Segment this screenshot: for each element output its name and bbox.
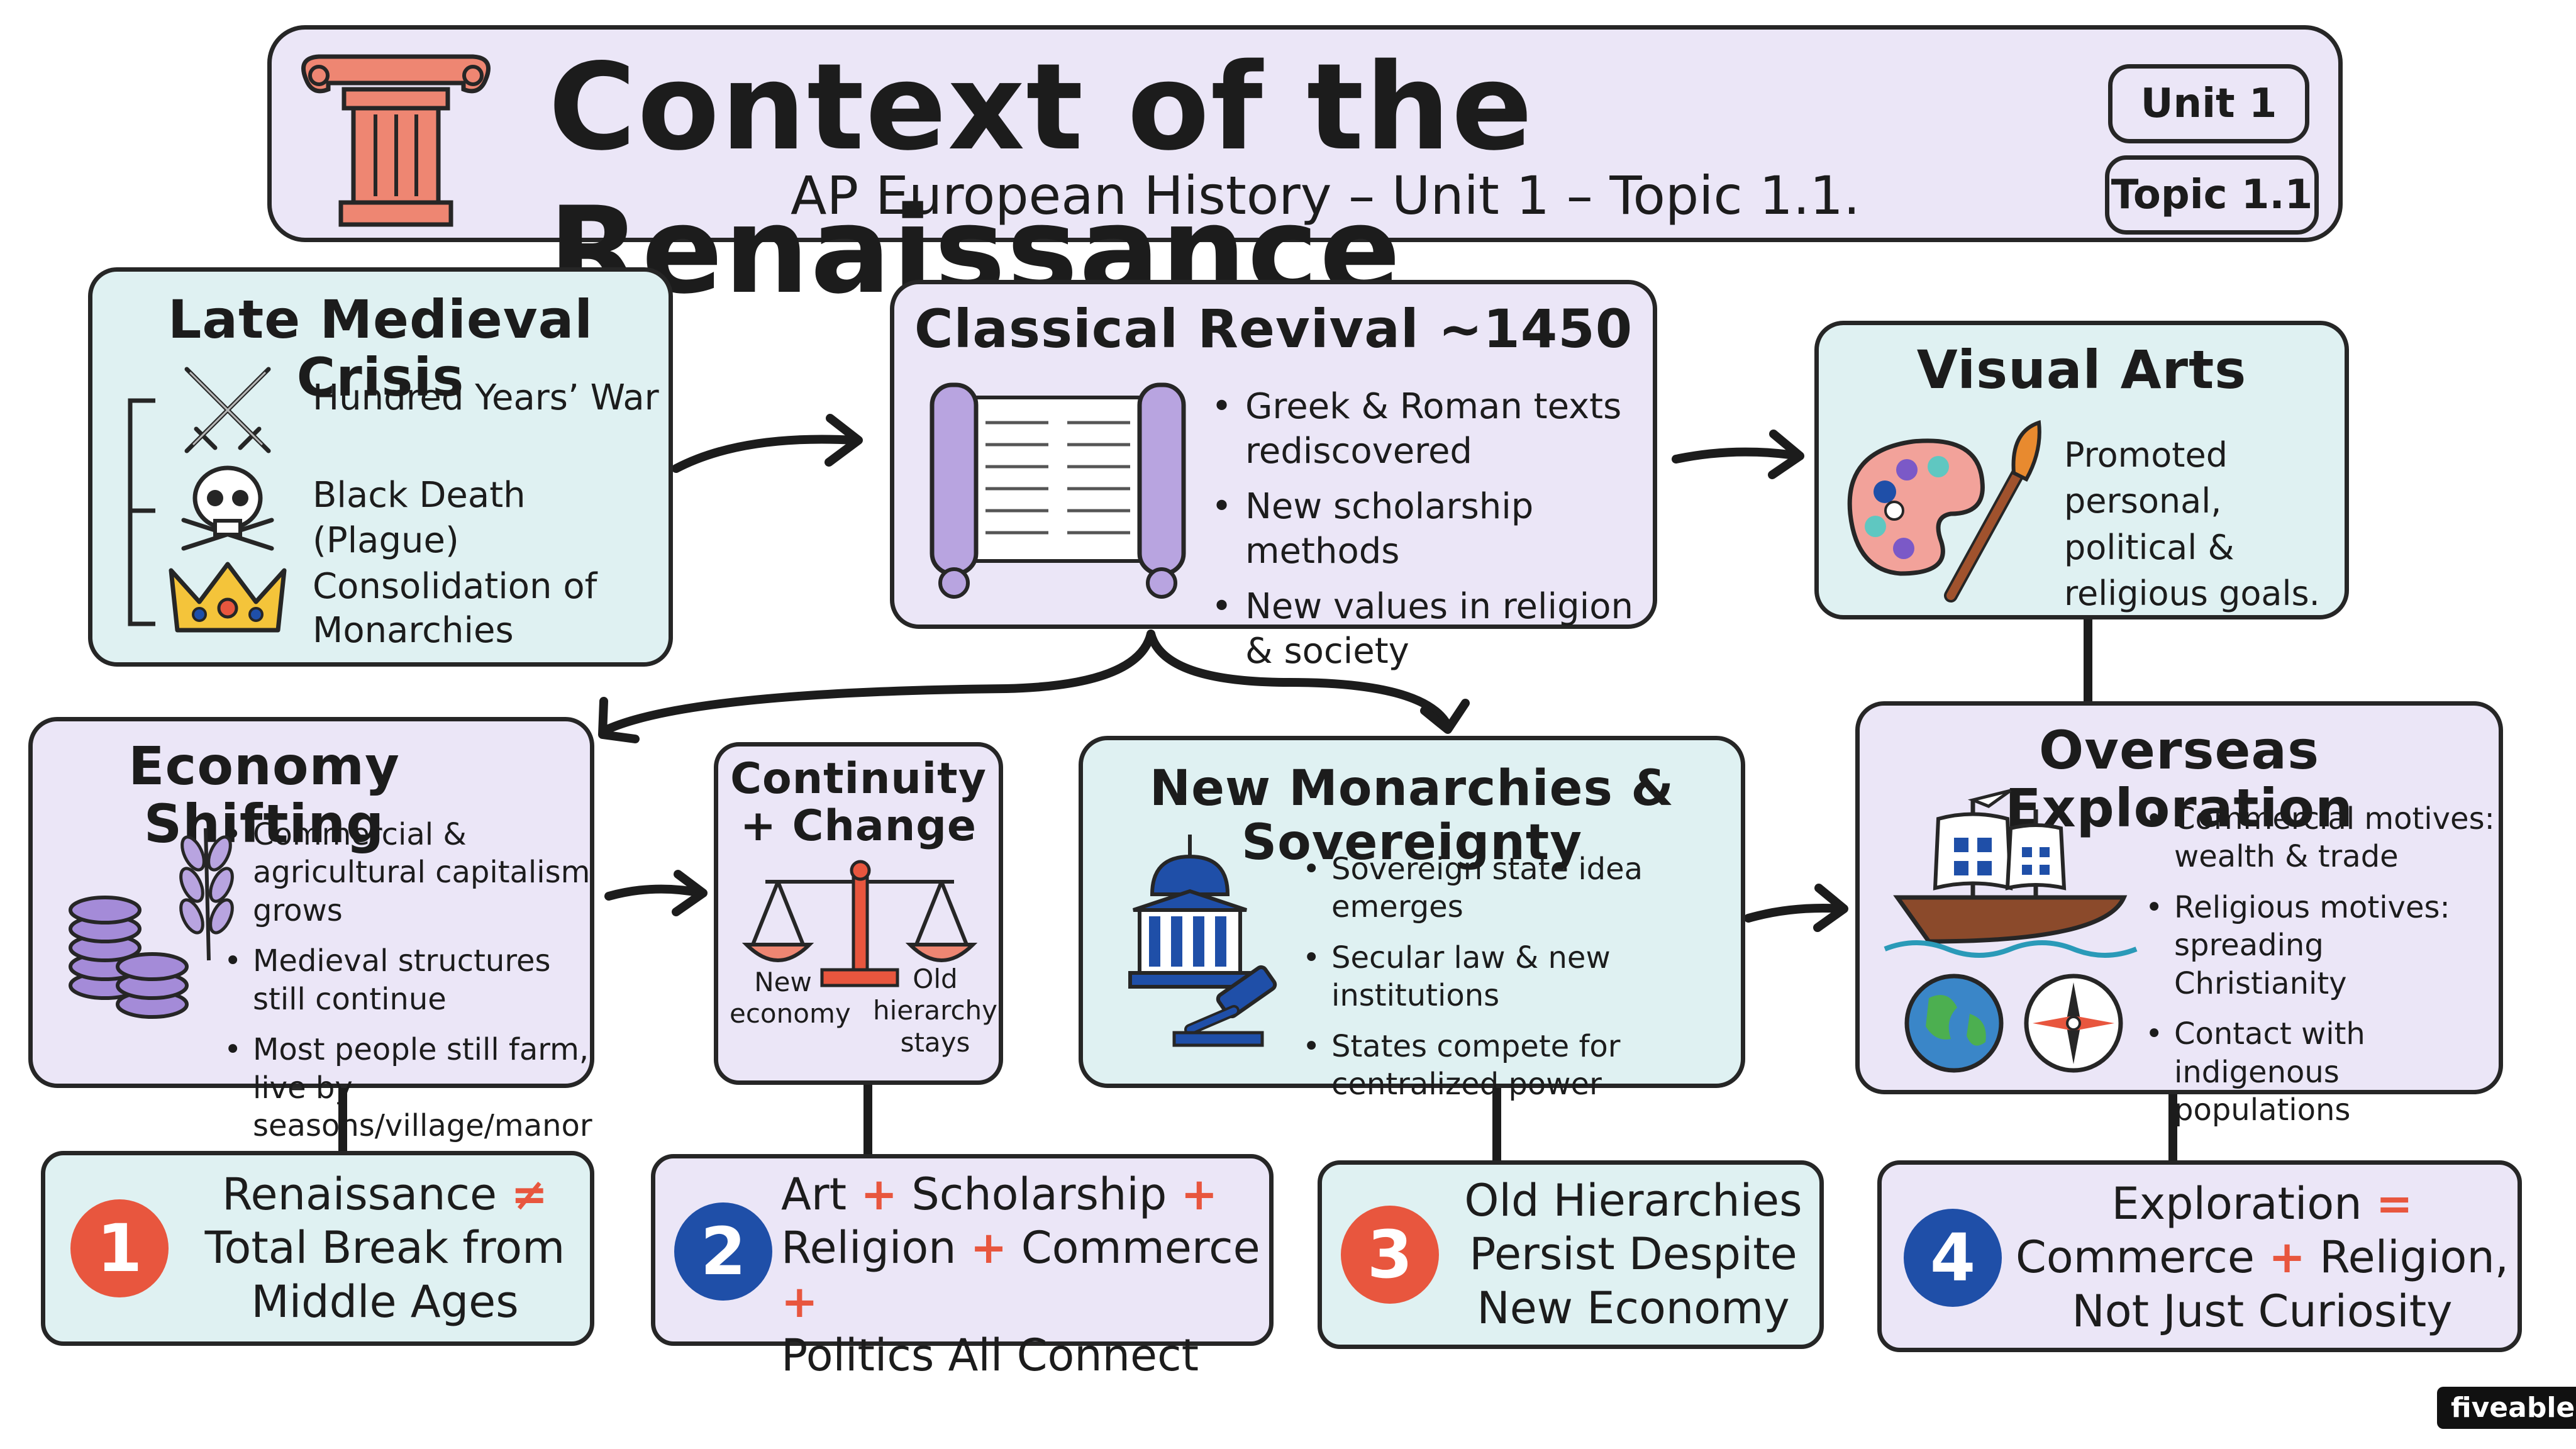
economy-bullets: Commercial & agricultural capitalism gro… xyxy=(221,816,592,1158)
crown-icon xyxy=(169,562,287,633)
globe-icon xyxy=(1904,974,2004,1073)
compass-icon xyxy=(2024,974,2123,1073)
monarchies-bullet: States compete for centralized power xyxy=(1300,1028,1740,1104)
item-consolidation-line1: Consolidation of xyxy=(313,566,597,607)
arrow-crisis-to-revival xyxy=(672,435,860,473)
takeaway-3-number: 3 xyxy=(1341,1206,1439,1304)
classical-bullets: Greek & Roman texts rediscovered New sch… xyxy=(1209,385,1649,685)
exploration-bullet: Commercial motives: wealth & trade xyxy=(2143,800,2501,876)
exploration-bullets: Commercial motives: wealth & trade Relig… xyxy=(2143,800,2501,1142)
continuity-change-panel: Continuity + Change New economy Old hier… xyxy=(714,742,1003,1085)
classical-bullet: New values in religion & society xyxy=(1209,585,1649,674)
balance-scale-icon xyxy=(741,860,978,987)
takeaway-4-number: 4 xyxy=(1904,1209,2002,1307)
overseas-exploration-panel: Overseas Exploration Commercial motives:… xyxy=(1855,701,2503,1128)
classical-bullet: New scholarship methods xyxy=(1209,485,1649,574)
monarchies-bullet: Secular law & new institutions xyxy=(1300,939,1740,1015)
arrow-monarchies-to-exploration xyxy=(1744,904,1847,923)
capitol-gavel-icon xyxy=(1128,835,1277,1047)
classical-revival-title: Classical Revival ~1450 xyxy=(914,298,1633,360)
new-monarchies-panel: New Monarchies & Sovereignty Sovereign s… xyxy=(1079,736,1745,1102)
page-subtitle: AP European History – Unit 1 – Topic 1.1… xyxy=(791,165,1860,226)
economy-bullet: Medieval structures still continue xyxy=(221,942,592,1018)
takeaway-1-text: Renaissance ≠ Total Break from Middle Ag… xyxy=(204,1169,565,1328)
column-icon xyxy=(301,54,491,227)
ship-icon xyxy=(1884,789,2138,958)
item-hundred-years-war: Hundred Years’ War xyxy=(313,377,659,418)
continuity-right-label: Old hierarchy stays xyxy=(872,963,998,1058)
exploration-bullet: Religious motives: spreading Christianit… xyxy=(2143,889,2501,1002)
takeaway-4-panel: 4 Exploration = Commerce + Religion, Not… xyxy=(1877,1160,2522,1352)
takeaway-2-text: Art + Scholarship + Religion + Commerce … xyxy=(781,1169,1260,1382)
economy-bullet: Most people still farm, live by seasons/… xyxy=(221,1031,592,1145)
takeaway-4-text: Exploration = Commerce + Religion, Not J… xyxy=(2016,1178,2509,1337)
skull-crossbones-icon xyxy=(181,465,274,551)
takeaway-3-panel: 3 Old Hierarchies Persist Despite New Ec… xyxy=(1318,1160,1824,1349)
takeaway-2-number: 2 xyxy=(674,1202,772,1301)
bracket-line xyxy=(128,398,155,626)
arrow-revival-split xyxy=(602,630,1155,734)
classical-bullet: Greek & Roman texts rediscovered xyxy=(1209,385,1649,474)
scroll-icon xyxy=(930,382,1186,599)
arrow-revival-to-arts xyxy=(1672,447,1803,464)
arrow-economy-to-continuity xyxy=(604,884,706,901)
visual-arts-panel: Visual Arts Promoted personal, political… xyxy=(1814,321,2349,619)
header-panel: Context of the Renaissance AP European H… xyxy=(267,25,2343,320)
takeaway-3-text: Old Hierarchies Persist Despite New Econ… xyxy=(1464,1175,1802,1334)
takeaway-1-number: 1 xyxy=(70,1199,169,1297)
visual-arts-title: Visual Arts xyxy=(1916,339,2247,401)
fiveable-logo: fiveable xyxy=(2437,1387,2576,1429)
visual-arts-text: Promoted personal, political & religious… xyxy=(2064,435,2320,614)
continuity-title-line1: Continuity xyxy=(730,754,987,804)
page-title: Context of the Renaissance xyxy=(548,38,1534,320)
item-consolidation-line2: Monarchies xyxy=(313,610,514,651)
late-medieval-title: Late Medieval Crisis xyxy=(167,289,594,409)
economy-bullet: Commercial & agricultural capitalism gro… xyxy=(221,816,592,930)
exploration-bullet: Contact with indigenous populations xyxy=(2143,1015,2501,1129)
continuity-left-label: New economy xyxy=(730,967,851,1030)
topic-badge: Topic 1.1 xyxy=(2105,155,2319,235)
continuity-title-line2: + Change xyxy=(740,801,977,851)
takeaway-1-panel: 1 Renaissance ≠ Total Break from Middle … xyxy=(41,1151,594,1346)
monarchies-bullet: Sovereign state idea emerges xyxy=(1300,850,1740,926)
takeaway-2-panel: 2 Art + Scholarship + Religion + Commerc… xyxy=(651,1154,1274,1381)
crossed-swords-icon xyxy=(184,367,271,453)
item-black-death: Black Death (Plague) xyxy=(313,475,526,561)
late-medieval-crisis-panel: Late Medieval Crisis Hundred Years’ War … xyxy=(88,267,673,667)
economy-panel: Economy Shifting Commercial & agricultur… xyxy=(28,717,594,1143)
coins-wheat-icon xyxy=(69,828,234,1019)
paint-palette-icon xyxy=(1847,419,2041,602)
unit-badge: Unit 1 xyxy=(2108,64,2309,143)
monarchies-bullets: Sovereign state idea emerges Secular law… xyxy=(1300,850,1740,1116)
classical-revival-panel: Classical Revival ~1450 Greek & Roman te… xyxy=(890,280,1657,672)
